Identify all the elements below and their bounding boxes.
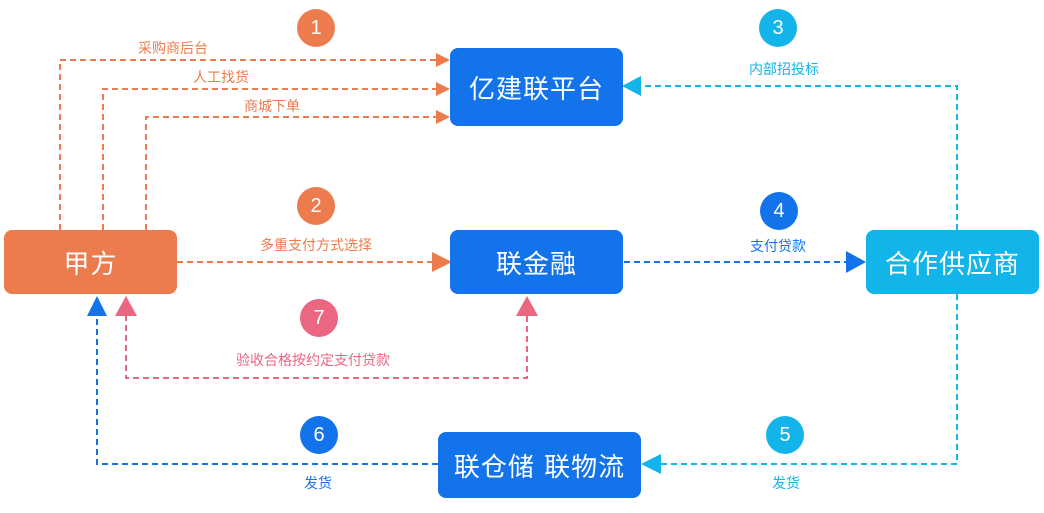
label-acceptance-pay: 验收合格按约定支付贷款: [236, 353, 390, 369]
node-supplier: 合作供应商: [866, 230, 1039, 294]
connector-procurement-backend: [59, 59, 438, 230]
connector-internal-bidding: [638, 85, 958, 230]
step-badge-4: 4: [760, 192, 798, 230]
step-badge-5: 5: [766, 416, 804, 454]
connector-ship-to-client: [96, 314, 438, 465]
step-badge-1: 1: [297, 9, 335, 47]
arrowhead-internal-bidding: [622, 76, 641, 96]
arrowhead-acceptance-finance: [516, 296, 538, 316]
label-mall-order: 商城下单: [244, 99, 300, 115]
arrowhead-mall-order: [436, 110, 450, 124]
arrowhead-acceptance-jiafang: [115, 296, 137, 316]
label-internal-bidding: 内部招投标: [749, 62, 819, 78]
label-payment-methods: 多重支付方式选择: [260, 238, 372, 254]
node-platform: 亿建联平台: [450, 48, 623, 126]
step-badge-2: 2: [297, 187, 335, 225]
arrowhead-ship-to-client: [87, 296, 107, 316]
arrowhead-payment-methods: [432, 252, 452, 272]
arrowhead-manual-sourcing: [436, 82, 450, 96]
arrowhead-pay-loan: [846, 251, 866, 273]
arrowhead-ship-from-supplier: [641, 454, 661, 474]
label-ship-to-client: 发货: [304, 476, 332, 492]
connector-acceptance-pay: [125, 316, 528, 379]
node-finance: 联金融: [450, 230, 623, 294]
step-badge-7: 7: [300, 299, 338, 337]
arrowhead-procurement-backend: [436, 53, 450, 67]
connector-mall-order: [145, 116, 438, 230]
label-pay-loan: 支付贷款: [750, 239, 806, 255]
label-procurement-backend: 采购商后台: [138, 41, 208, 57]
label-ship-from-supplier: 发货: [772, 476, 800, 492]
label-manual-sourcing: 人工找货: [193, 70, 249, 86]
connector-manual-sourcing: [102, 88, 438, 230]
node-jiafang: 甲方: [4, 230, 177, 294]
step-badge-6: 6: [300, 416, 338, 454]
step-badge-3: 3: [759, 9, 797, 47]
connector-ship-from-supplier: [658, 294, 958, 465]
node-logistics: 联仓储 联物流: [438, 432, 641, 498]
